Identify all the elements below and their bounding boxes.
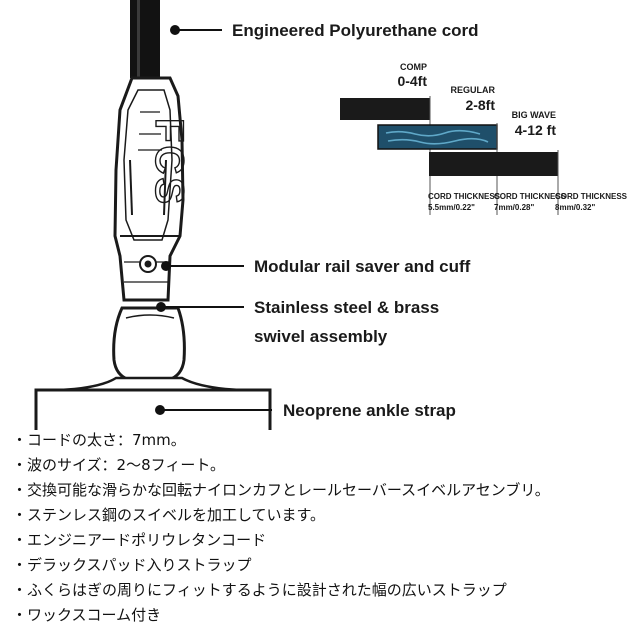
- size-comp-thickness-label: CORD THICKNESS: [428, 192, 501, 201]
- callout-swivel-label-2: swivel assembly: [254, 327, 388, 346]
- feature-item: ・波のサイズ：2〜8フィート。: [12, 456, 226, 474]
- feature-item: ・ステンレス鋼のスイベルを加工しています。: [12, 506, 326, 524]
- size-big-wave-thickness: 8mm/0.32": [555, 203, 595, 212]
- leash-diagram: FCS Engineered Polyurethane cord Modular…: [34, 0, 628, 430]
- size-comp-bar: [340, 98, 430, 120]
- feature-item: ・デラックスパッド入りストラップ: [12, 556, 252, 574]
- callout-ankle-strap: Neoprene ankle strap: [155, 401, 456, 420]
- size-comp-range: 0-4ft: [397, 73, 427, 89]
- feature-item: ・コードの太さ：7mm。: [12, 431, 186, 449]
- callout-cord-label: Engineered Polyurethane cord: [232, 21, 479, 40]
- callout-rail-saver-label: Modular rail saver and cuff: [254, 257, 471, 276]
- feature-item: ・エンジニアードポリウレタンコード: [12, 531, 267, 549]
- size-big-wave-name: BIG WAVE: [512, 110, 556, 120]
- feature-list: ・コードの太さ：7mm。 ・波のサイズ：2〜8フィート。 ・交換可能な滑らかな回…: [12, 428, 632, 628]
- size-big-wave-range: 4-12 ft: [515, 122, 557, 138]
- callout-swivel: Stainless steel & brass swivel assembly: [156, 298, 439, 346]
- size-big-wave-thickness-label: CORD THICKNESS: [555, 192, 628, 201]
- size-regular-name: REGULAR: [451, 85, 496, 95]
- feature-item: ・交換可能な滑らかな回転ナイロンカフとレールセーバースイベルアセンブリ。: [12, 481, 550, 499]
- size-chart: COMP 0-4ft CORD THICKNESS 5.5mm/0.22" RE…: [340, 62, 628, 215]
- size-big-wave-bar: [429, 152, 558, 176]
- fcs-logo-text: FCS: [147, 118, 191, 207]
- swivel-cuff: [59, 306, 241, 392]
- callout-rail-saver: Modular rail saver and cuff: [161, 257, 471, 276]
- size-big-wave: BIG WAVE 4-12 ft CORD THICKNESS 8mm/0.32…: [429, 110, 628, 215]
- size-regular-bar: [377, 124, 498, 150]
- size-comp-name: COMP: [400, 62, 427, 72]
- size-regular-range: 2-8ft: [465, 97, 495, 113]
- size-comp: COMP 0-4ft CORD THICKNESS 5.5mm/0.22": [340, 62, 501, 215]
- feature-item: ・ワックスコーム付き: [12, 606, 162, 624]
- size-regular-thickness: 7mm/0.28": [494, 203, 534, 212]
- callout-cord: Engineered Polyurethane cord: [170, 21, 479, 40]
- rail-saver-housing: FCS: [113, 76, 192, 302]
- callout-swivel-label-1: Stainless steel & brass: [254, 298, 439, 317]
- size-comp-thickness: 5.5mm/0.22": [428, 203, 475, 212]
- swivel-pin: [139, 255, 157, 273]
- size-regular-thickness-label: CORD THICKNESS: [494, 192, 567, 201]
- polyurethane-cord: [130, 0, 160, 78]
- callout-ankle-strap-label: Neoprene ankle strap: [283, 401, 456, 420]
- feature-item: ・ふくらはぎの周りにフィットするように設計された幅の広いストラップ: [12, 581, 507, 599]
